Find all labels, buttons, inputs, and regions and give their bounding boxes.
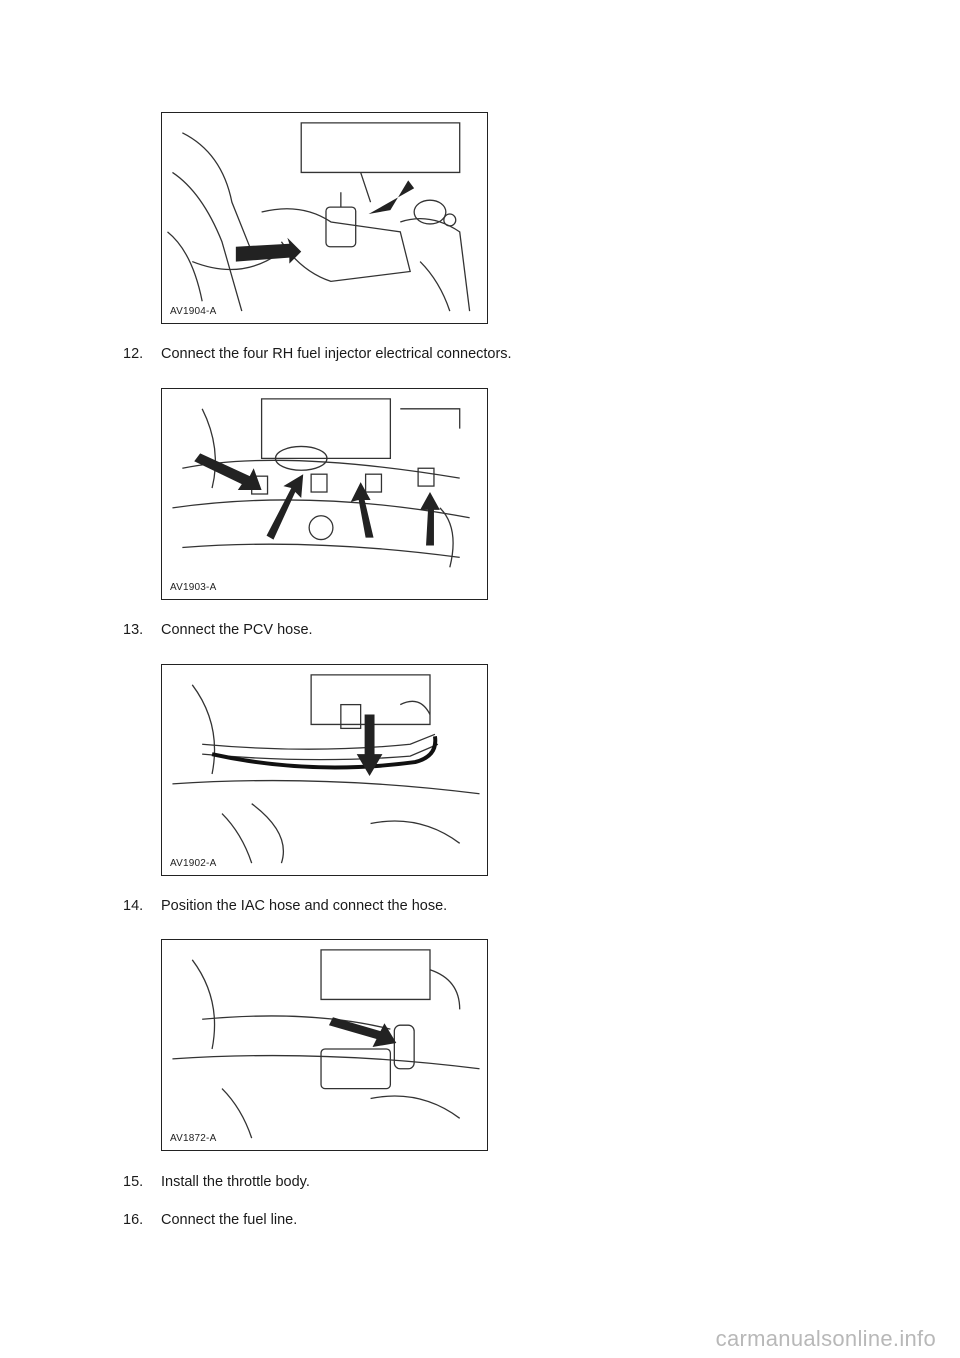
- step-text: Connect the four RH fuel injector electr…: [161, 346, 512, 362]
- step-16: 16. Connect the fuel line.: [123, 1212, 297, 1228]
- step-13: 13. Connect the PCV hose.: [123, 622, 313, 638]
- figure-code: AV1903-A: [170, 582, 217, 593]
- figure-code: AV1902-A: [170, 858, 217, 869]
- engine-illustration: [172, 674, 480, 864]
- figure-av1872-a: AV1872-A: [161, 939, 488, 1151]
- step-text: Install the throttle body.: [161, 1174, 310, 1190]
- figure-code: AV1904-A: [170, 306, 217, 317]
- step-number: 14.: [123, 898, 144, 914]
- step-text: Connect the PCV hose.: [161, 622, 313, 638]
- step-number: 13.: [123, 622, 144, 638]
- figure-av1902-a: AV1902-A: [161, 664, 488, 876]
- step-number: 16.: [123, 1212, 144, 1228]
- step-number: 15.: [123, 1174, 144, 1190]
- step-text: Connect the fuel line.: [161, 1212, 298, 1228]
- step-text: Position the IAC hose and connect the ho…: [161, 898, 448, 914]
- step-12: 12. Connect the four RH fuel injector ele…: [123, 346, 512, 362]
- figure-av1904-a: AV1904-A: [161, 112, 488, 324]
- engine-illustration: [172, 949, 480, 1139]
- figure-code: AV1872-A: [170, 1133, 217, 1144]
- figure-av1903-a: AV1903-A: [161, 388, 488, 600]
- step-14: 14. Position the IAC hose and connect the…: [123, 898, 447, 914]
- engine-illustration: [167, 122, 471, 312]
- engine-illustration: [172, 398, 470, 568]
- watermark: carmanualsonline.info: [715, 1326, 936, 1351]
- step-15: 15. Install the throttle body.: [123, 1174, 310, 1190]
- step-number: 12.: [123, 346, 144, 362]
